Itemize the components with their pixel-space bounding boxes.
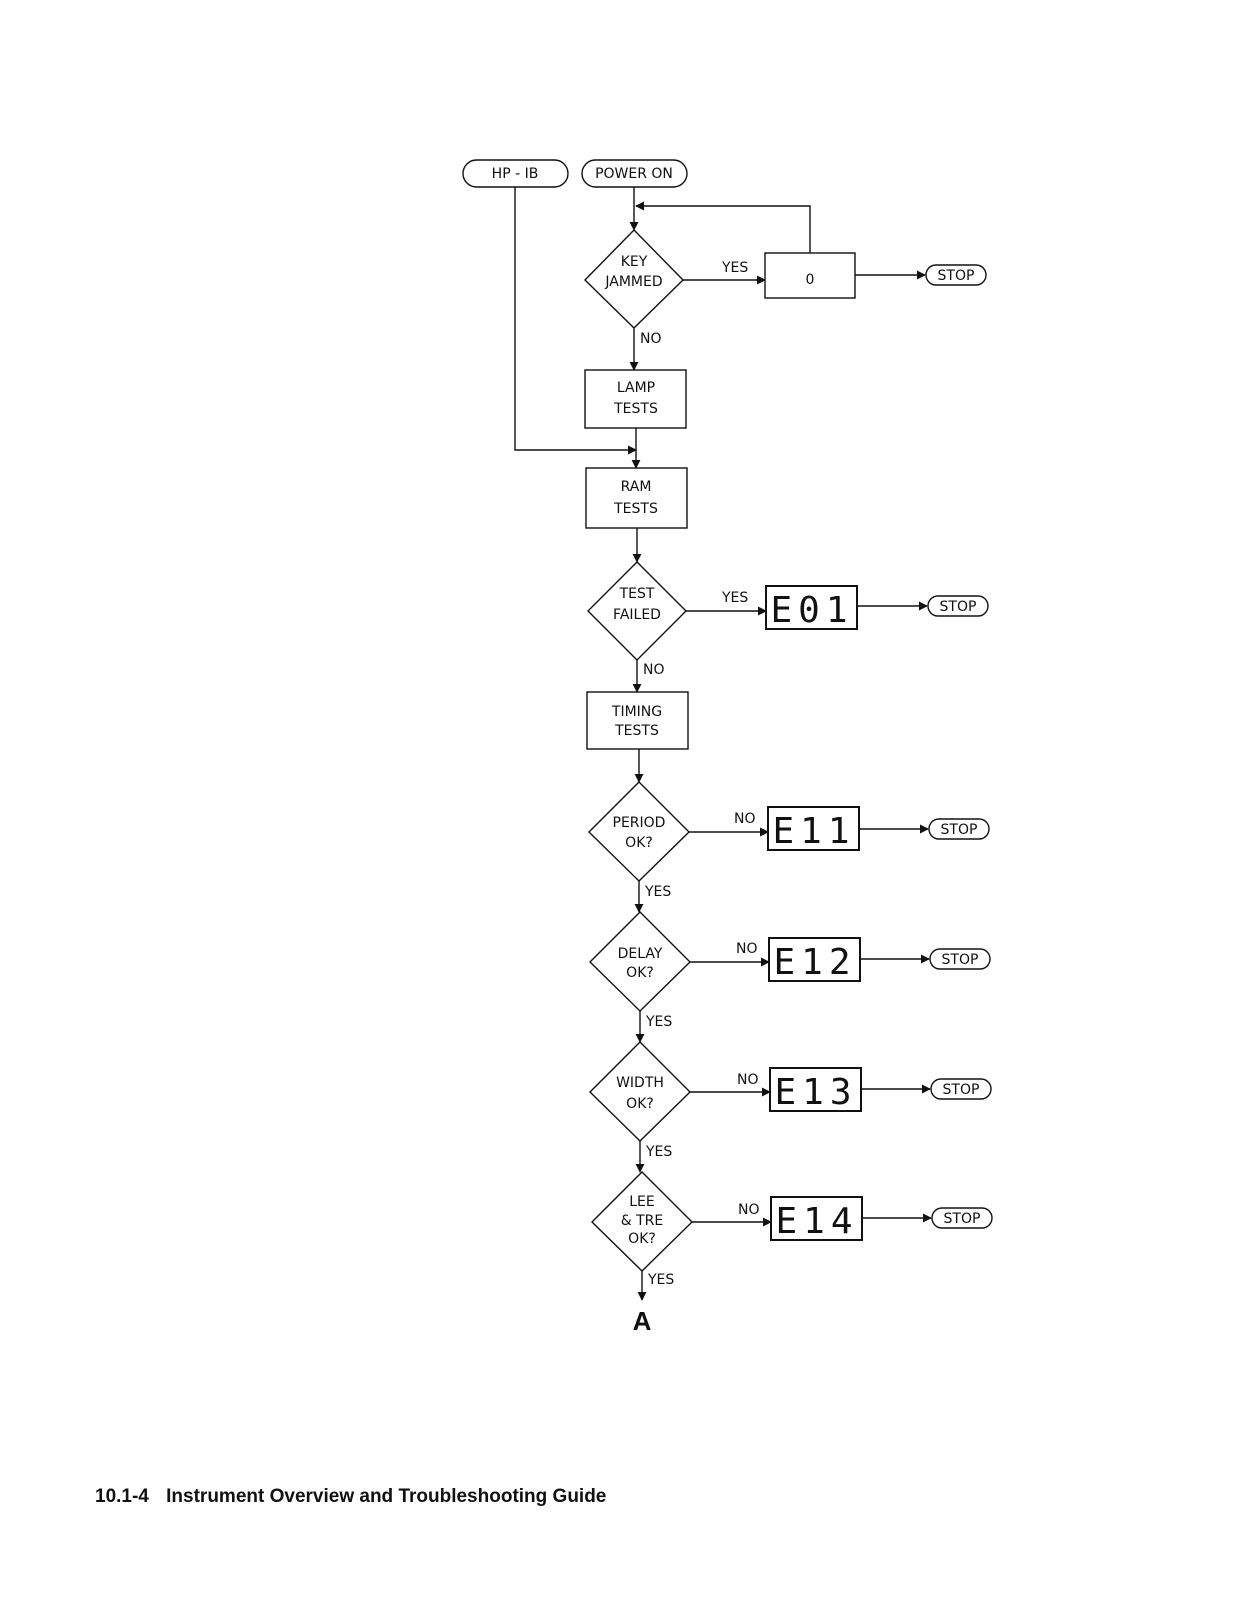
svg-text:FAILED: FAILED <box>613 607 661 623</box>
svg-text:TESTS: TESTS <box>613 501 658 517</box>
key-jammed-display: 0 <box>764 252 856 299</box>
ram-tests-box: RAM TESTS <box>585 467 688 529</box>
e12-display: E12 <box>768 937 861 983</box>
svg-text:STOP: STOP <box>938 268 975 284</box>
svg-text:TEST: TEST <box>619 586 655 602</box>
timing-tests-box: TIMING TESTS <box>586 691 689 750</box>
yes-label: YES <box>721 590 748 606</box>
no-label: NO <box>737 1072 759 1088</box>
svg-text:OK?: OK? <box>625 835 653 851</box>
svg-text:TESTS: TESTS <box>614 723 659 739</box>
svg-text:WIDTH: WIDTH <box>616 1075 664 1091</box>
stop-terminal-5: STOP <box>931 1207 993 1229</box>
svg-text:RAM: RAM <box>621 479 652 495</box>
svg-text:STOP: STOP <box>940 599 977 615</box>
yes-label: YES <box>645 1144 672 1160</box>
e01-display: E01 <box>765 585 858 631</box>
width-ok-decision: WIDTH OK? <box>589 1041 691 1142</box>
svg-text:OK?: OK? <box>626 965 654 981</box>
page-footer: 10.1-4 Instrument Overview and Troublesh… <box>95 1486 606 1508</box>
stop-terminal-1: STOP <box>927 595 989 617</box>
delay-ok-decision: DELAY OK? <box>589 911 691 1012</box>
svg-text:E12: E12 <box>773 942 856 983</box>
svg-text:DELAY: DELAY <box>618 946 663 962</box>
svg-text:STOP: STOP <box>942 952 979 968</box>
yes-label: YES <box>647 1272 674 1288</box>
svg-text:LEE: LEE <box>629 1194 655 1210</box>
connector-a: A <box>633 1306 652 1336</box>
e11-display: E11 <box>767 806 860 852</box>
svg-text:HP - IB: HP - IB <box>492 166 539 182</box>
stop-terminal-3: STOP <box>929 948 991 970</box>
key-jammed-loop <box>635 201 811 253</box>
svg-text:E14: E14 <box>775 1201 858 1242</box>
stop-terminal-4: STOP <box>930 1078 992 1100</box>
yes-label: YES <box>721 260 748 276</box>
svg-text:JAMMED: JAMMED <box>604 274 662 290</box>
no-label: NO <box>736 941 758 957</box>
svg-text:POWER ON: POWER ON <box>595 166 673 182</box>
power-on-terminal: POWER ON <box>581 159 688 188</box>
e13-display: E13 <box>769 1067 862 1113</box>
svg-text:STOP: STOP <box>943 1082 980 1098</box>
no-label: NO <box>643 662 665 678</box>
page-number: 10.1-4 <box>95 1486 149 1507</box>
hpib-terminal: HP - IB <box>462 159 569 188</box>
footer-title: Instrument Overview and Troubleshooting … <box>166 1486 607 1507</box>
svg-text:TESTS: TESTS <box>613 401 658 417</box>
stop-terminal-0: STOP <box>925 264 987 286</box>
lee-tre-ok-decision: LEE & TRE OK? <box>591 1171 693 1272</box>
svg-text:0: 0 <box>806 272 815 288</box>
svg-text:PERIOD: PERIOD <box>613 815 666 831</box>
no-label: NO <box>734 811 756 827</box>
e14-display: E14 <box>770 1196 863 1242</box>
period-ok-decision: PERIOD OK? <box>588 781 690 882</box>
svg-text:STOP: STOP <box>944 1211 981 1227</box>
svg-text:TIMING: TIMING <box>611 704 662 720</box>
hpib-bypass-line <box>514 187 637 455</box>
svg-text:OK?: OK? <box>626 1096 654 1112</box>
stop-terminal-2: STOP <box>928 818 990 840</box>
yes-label: YES <box>645 1014 672 1030</box>
lamp-tests-box: LAMP TESTS <box>584 369 687 429</box>
svg-text:& TRE: & TRE <box>621 1213 664 1229</box>
svg-text:E11: E11 <box>772 811 855 852</box>
key-jammed-decision: KEY JAMMED <box>584 228 684 329</box>
yes-label: YES <box>644 884 671 900</box>
svg-text:STOP: STOP <box>941 822 978 838</box>
svg-text:OK?: OK? <box>628 1231 656 1247</box>
svg-text:LAMP: LAMP <box>617 380 655 396</box>
no-label: NO <box>640 331 662 347</box>
svg-text:KEY: KEY <box>621 254 648 270</box>
no-label: NO <box>738 1202 760 1218</box>
test-failed-decision: TEST FAILED <box>587 561 687 661</box>
svg-text:E01: E01 <box>770 590 853 631</box>
svg-text:E13: E13 <box>774 1072 857 1113</box>
